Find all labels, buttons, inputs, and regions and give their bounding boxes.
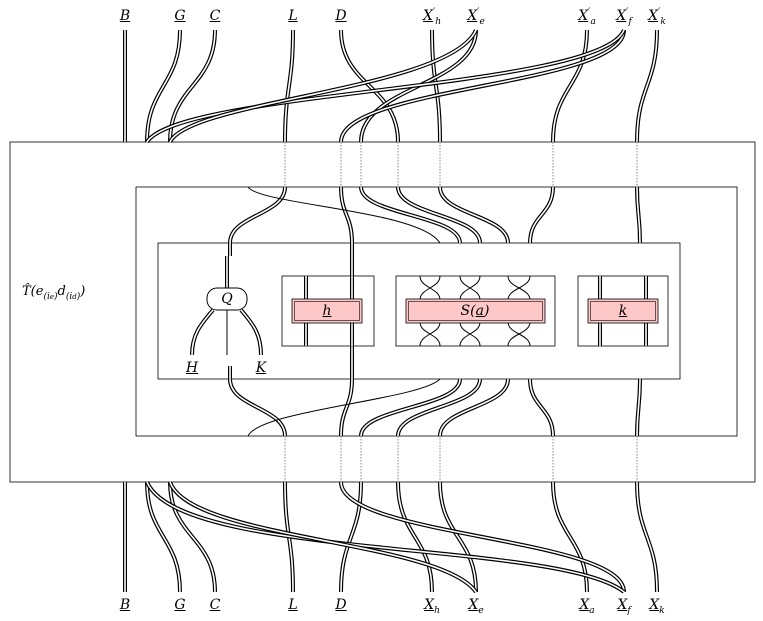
q-leg-right-inner [240,309,262,356]
k-label-box-inner [590,301,656,321]
mid-top-wire-5-inner [529,186,554,244]
h-label-box-inner [294,301,360,321]
q-node-label: Q [221,291,233,307]
top-label-4: D [335,8,347,24]
mid-bot-wire-3-inner [397,378,481,437]
operator-sub2: (id) [65,292,81,302]
operator-mid: d [57,284,66,299]
top-wire-5-inner [431,29,441,143]
single-bot-wire [247,378,441,437]
mid-bot-wire-0-inner [229,378,286,437]
s-top-cross-1 [419,275,441,301]
bottom-label-7: Xa [579,597,595,616]
bottom-wire-5-inner [397,481,433,593]
box-label-s: S(a) [460,303,490,319]
single-top-wire [247,186,441,244]
bottom-label-2: C [209,597,221,613]
bottom-wire-4-inner [340,481,362,593]
top-label-8: X′f [616,7,632,27]
S-label-box-inner [408,301,543,321]
top-wire-9-inner [636,29,658,143]
s-bot-cross-5 [507,321,531,347]
top-wire-4-inner [340,29,399,143]
bottom-label-4: D [335,597,347,613]
operator-label: T̂(e(ie)d(id)) [22,284,86,302]
top-label-3: L [288,8,298,24]
mid-top-wire-2-inner [360,186,461,244]
operator-sub1: (ie) [43,292,58,302]
mid-bot-wire-4-inner [439,378,509,437]
top-wire-3-inner [284,29,294,143]
top-wire-cross-e-inner [169,29,477,143]
top-label-0: B [119,8,131,24]
mid-bot-wire-1-inner [340,378,353,437]
bottom-label-8: Xf [617,597,631,616]
bottom-wire-2-inner [169,481,216,593]
box-label-h: h [322,303,332,319]
mid-top-wire-6-inner [636,186,641,244]
bottom-wire-9-inner [636,481,658,593]
mid-top-wire-3-inner [397,186,481,244]
top-wire-1-inner [146,29,181,143]
mid-top-wire-1-inner [340,186,353,244]
sub-boxes [281,275,669,347]
operator-suffix: ) [80,284,86,299]
mid-top-wire-4-inner [439,186,509,244]
top-label-9: X′k [648,7,666,27]
top-label-2: C [209,8,221,24]
bottom-wire-8-inner [340,481,625,593]
bottom-label-0: B [119,597,131,613]
q-node-group [190,256,263,356]
top-label-5: X′h [422,7,442,27]
leg-label-k: K [255,360,267,376]
bottom-wire-6-inner [439,481,477,593]
top-wire-cross-e [168,29,478,144]
top-wire-7-inner [552,29,588,143]
leg-label-h: H [185,360,199,376]
mid-bot-wire-5-inner [529,378,554,437]
top-wire-8-inner [340,29,625,143]
mid-bot-wire-2-inner [360,378,461,437]
top-label-6: X′e [467,7,485,27]
mid-top-wire-0-inner [229,186,286,244]
bottom-label-9: Xk [649,597,665,616]
wires [122,29,659,594]
dotted-connectors [284,142,638,482]
bottom-label-6: Xe [468,597,484,616]
bottom-label-5: Xh [424,597,440,616]
top-label-7: X′a [578,7,596,27]
top-wire-cross-f-inner [146,29,625,143]
s-bot-cross-1 [419,321,441,347]
s-bot-cross-3 [459,321,481,347]
q-leg-left-inner [191,309,214,356]
bottom-wire-1-inner [146,481,181,593]
top-label-1: G [174,8,186,24]
bottom-wire-cross-e-inner [169,481,477,593]
bottom-label-3: L [288,597,298,613]
bottom-label-1: G [174,597,186,613]
mid-bot-wire-6-inner [636,378,641,437]
operator-prefix: T̂(e [22,284,44,299]
bottom-wire-cross-f-inner [146,481,625,593]
box-label-k: k [618,303,628,319]
s-top-cross-3 [459,275,481,301]
s-top-cross-5 [507,275,531,301]
